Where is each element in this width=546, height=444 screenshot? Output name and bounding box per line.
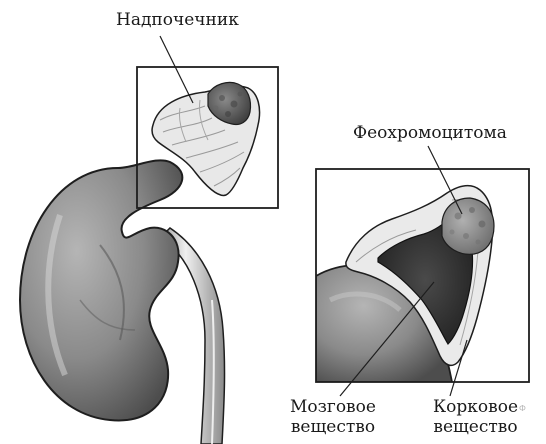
medulla-label: Мозговое вещество [290,397,376,437]
watermark: Ф [519,404,526,413]
inset-pheochromocytoma [442,198,494,254]
medulla-label-line1: Мозговое [290,397,376,417]
cortex-label-line1: Корковое [433,397,518,417]
cortex-label: Корковое вещество [433,397,518,437]
kidney [20,160,182,420]
pheochromocytoma-label: Феохромоцитома [353,123,507,143]
inset-magnified-view [316,169,529,382]
cortex-label-line2: вещество [433,417,518,437]
adrenal-gland-label: Надпочечник [116,10,239,30]
medulla-label-line2: вещество [290,417,376,437]
adrenal-leader-line [160,36,193,103]
